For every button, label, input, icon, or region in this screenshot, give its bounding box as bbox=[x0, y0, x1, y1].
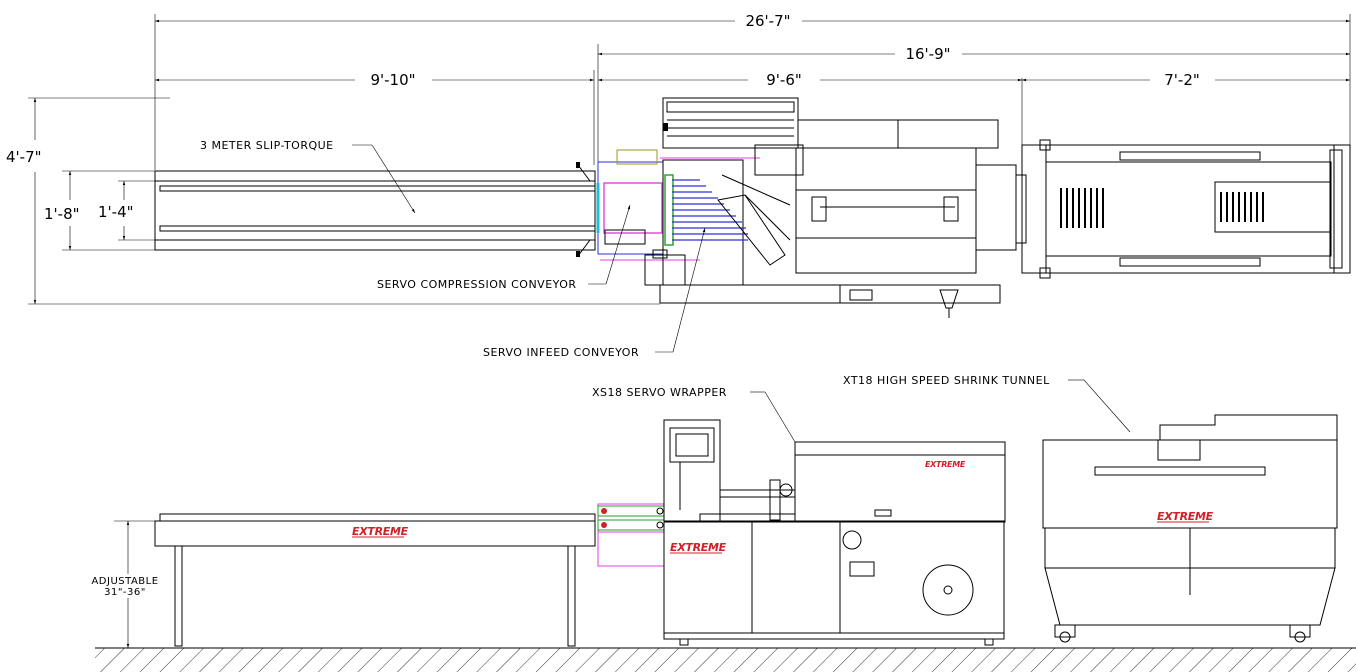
dim-wrapper-tunnel-length: 16'-9" bbox=[905, 45, 950, 63]
dimension-labels: 26'-7" 16'-9" 9'-10" 9'-6" 7'-2" 4'-7" 1… bbox=[6, 12, 1200, 223]
floor-hatching bbox=[95, 647, 1356, 672]
adjustable-range: 31"-36" bbox=[104, 587, 146, 598]
shrink-tunnel-top-view bbox=[1015, 139, 1351, 279]
callout-infeed-conveyor: SERVO INFEED CONVEYOR bbox=[483, 346, 639, 359]
compression-conveyor-side-view bbox=[597, 503, 665, 567]
tunnel-vent-slots bbox=[1060, 188, 1264, 228]
dim-conveyor-width-outer: 1'-8" bbox=[44, 205, 80, 223]
dim-conveyor-width-inner: 1'-4" bbox=[98, 203, 134, 221]
brand-logo-tunnel: EXTREME bbox=[1157, 510, 1214, 523]
side-view-callouts: XS18 SERVO WRAPPER XT18 HIGH SPEED SHRIN… bbox=[592, 374, 1131, 443]
dim-overall-length: 26'-7" bbox=[745, 12, 790, 30]
dim-wrapper-length: 9'-6" bbox=[766, 71, 802, 89]
compression-conveyor-top-view bbox=[596, 149, 760, 286]
adjustable-height-dim: ADJUSTABLE 31"-36" bbox=[91, 520, 158, 648]
dim-overall-width: 4'-7" bbox=[6, 148, 42, 166]
callout-compression-conveyor: SERVO COMPRESSION CONVEYOR bbox=[377, 278, 577, 291]
dim-infeed-length: 9'-10" bbox=[370, 71, 415, 89]
dimension-lines-top bbox=[28, 14, 1351, 305]
wrapper-side-view: EXTREME EXTREME bbox=[663, 419, 1006, 646]
brand-logo-wrapper: EXTREME bbox=[670, 541, 727, 554]
top-view-callouts: 3 METER SLIP-TORQUE SERVO COMPRESSION CO… bbox=[200, 139, 706, 359]
brand-logo-infeed: EXTREME bbox=[352, 525, 409, 538]
wrapper-top-view bbox=[659, 97, 1017, 318]
infeed-conveyor-side-view: EXTREME bbox=[154, 513, 596, 647]
adjustable-label: ADJUSTABLE bbox=[91, 576, 158, 587]
callout-slip-torque: 3 METER SLIP-TORQUE bbox=[200, 139, 334, 152]
shrink-tunnel-side-view: EXTREME bbox=[1042, 414, 1338, 643]
servo-infeed-fan-top-view bbox=[662, 159, 791, 286]
callout-tunnel: XT18 HIGH SPEED SHRINK TUNNEL bbox=[843, 374, 1050, 387]
dim-tunnel-length: 7'-2" bbox=[1164, 71, 1200, 89]
brand-logo-wrapper-top: EXTREME bbox=[925, 460, 966, 469]
callout-wrapper: XS18 SERVO WRAPPER bbox=[592, 386, 727, 399]
infeed-conveyor-top-view bbox=[154, 162, 596, 257]
